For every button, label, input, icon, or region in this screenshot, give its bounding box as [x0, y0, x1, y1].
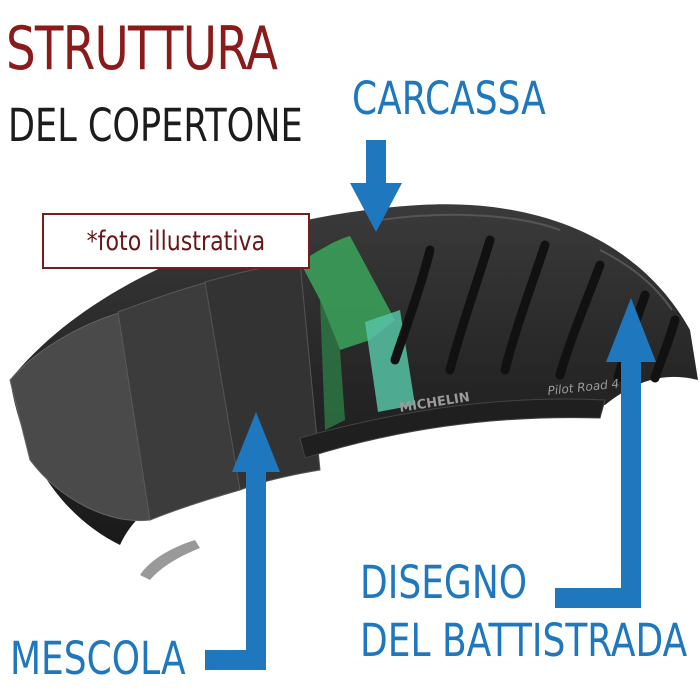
- arrow-mescola-shaft: [246, 470, 266, 670]
- arrow-mescola-head: [232, 412, 280, 472]
- note-box: *foto illustrativa: [42, 213, 310, 269]
- tread-highlights: [379, 213, 673, 311]
- label-disegno-line-2: DEL BATTISTRADA: [360, 614, 688, 667]
- title-line-2: DEL COPERTONE: [8, 99, 303, 152]
- sidewall-band: [299, 398, 606, 459]
- label-carcassa: CARCASSA: [352, 72, 546, 125]
- arrows: [205, 140, 656, 670]
- label-mescola: MESCOLA: [10, 632, 186, 685]
- tire-bead: [140, 540, 200, 580]
- arrow-carcassa-shaft: [366, 140, 386, 185]
- carcass-section-dark: [320, 300, 345, 430]
- label-disegno-line-1: DISEGNO: [360, 556, 528, 609]
- arrow-disegno-head: [606, 298, 656, 362]
- tread-grooves: [390, 235, 680, 383]
- arrow-mescola-elbow: [205, 650, 266, 670]
- arrow-disegno-elbow: [555, 588, 641, 608]
- title-line-1: STRUTTURA: [6, 14, 278, 84]
- arrow-carcassa-head: [350, 183, 402, 232]
- note-text: *foto illustrativa: [86, 225, 266, 257]
- arrow-disegno-shaft: [621, 360, 641, 605]
